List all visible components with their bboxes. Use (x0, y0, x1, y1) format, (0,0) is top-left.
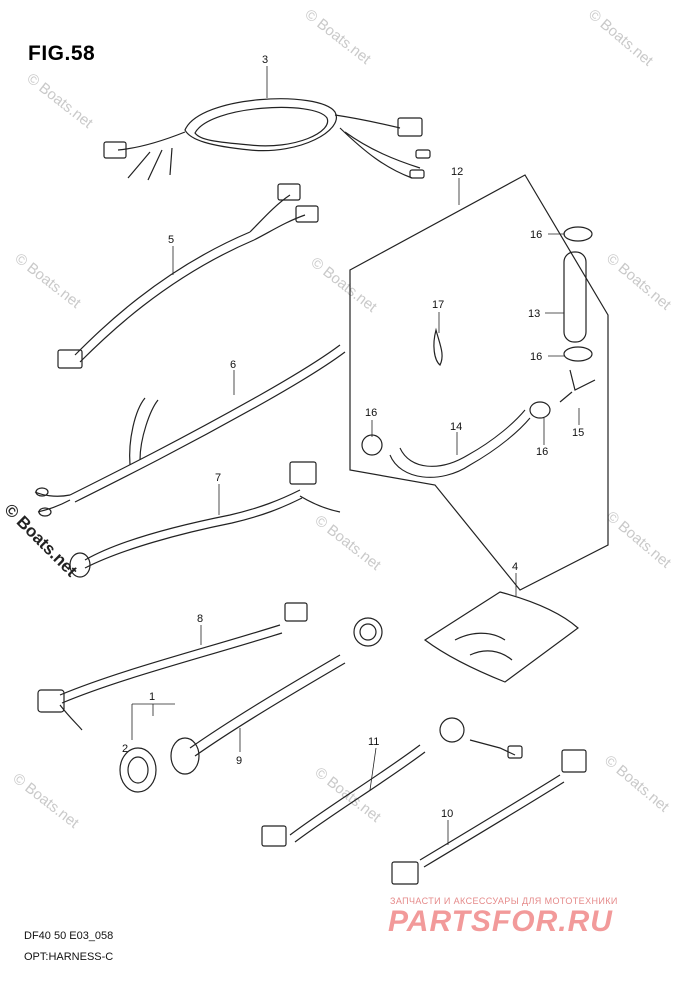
callout-11: 11 (368, 736, 379, 748)
callout-16b: 16 (530, 351, 542, 363)
harness-6 (34, 344, 346, 517)
harness-9-with-socket (119, 617, 383, 793)
callout-16d: 16 (536, 446, 548, 458)
callout-16c: 16 (365, 407, 377, 419)
callout-4: 4 (512, 561, 518, 573)
callout-16a: 16 (530, 229, 542, 241)
harness-5 (57, 183, 319, 369)
callout-12: 12 (451, 166, 463, 178)
callout-14: 14 (450, 421, 462, 433)
callout-17: 17 (432, 299, 444, 311)
hose-assembly (361, 226, 596, 478)
model-code: DF40 50 E03_058 (24, 930, 114, 942)
harness-10 (391, 749, 587, 885)
callout-5: 5 (168, 234, 174, 246)
harness-8 (37, 602, 308, 731)
callout-leaders (131, 66, 580, 845)
brand-logo: PARTSFOR.RU (388, 905, 613, 938)
harness-11 (261, 717, 523, 847)
callout-7: 7 (215, 472, 221, 484)
callout-13: 13 (528, 308, 540, 320)
harness-3 (103, 98, 431, 181)
figure-subtitle: OPT:HARNESS-C (24, 951, 114, 963)
kit-box-outline (349, 174, 609, 591)
callout-2: 2 (122, 743, 128, 755)
figure-title: FIG.58 (28, 42, 96, 65)
callout-3: 3 (262, 54, 268, 66)
callout-8: 8 (197, 613, 203, 625)
brand-tagline: ЗАПЧАСТИ И АКСЕССУАРЫ ДЛЯ МОТОТЕХНИКИ (390, 896, 618, 906)
callout-15: 15 (572, 427, 584, 439)
callout-6: 6 (230, 359, 236, 371)
callout-9: 9 (236, 755, 242, 767)
callout-10: 10 (441, 808, 453, 820)
parts-bag-4 (423, 591, 579, 683)
callout-1: 1 (149, 691, 155, 703)
harness-7 (69, 461, 341, 578)
